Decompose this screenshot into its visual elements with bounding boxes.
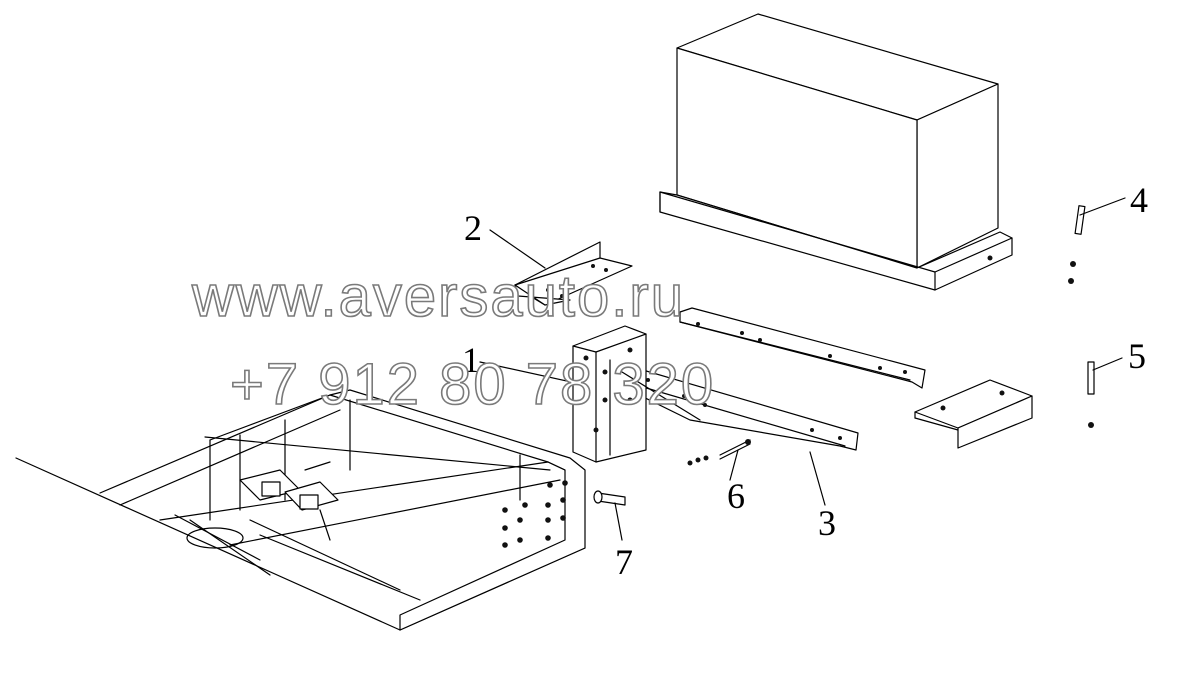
vertical-bracket-1 <box>572 325 647 463</box>
watermark: www.aversauto.ru +7 912 80 78 320 <box>190 263 715 418</box>
callout-4: 4 <box>1130 180 1148 220</box>
callout-1: 1 <box>462 340 480 380</box>
battery-box <box>659 13 1013 291</box>
bolt-6 <box>687 439 751 466</box>
bracket-plate-2 <box>514 241 633 306</box>
watermark-phone: +7 912 80 78 320 <box>230 352 715 417</box>
callout-6: 6 <box>727 476 745 516</box>
leader-lines <box>479 197 1126 541</box>
callout-3: 3 <box>818 503 836 543</box>
bolt-7 <box>593 490 626 506</box>
callout-labels: 1 2 3 4 5 6 7 <box>462 180 1148 582</box>
vehicle-frame <box>15 389 586 631</box>
watermark-url: www.aversauto.ru <box>191 264 685 329</box>
callout-7: 7 <box>615 542 633 582</box>
bracket-plate-right <box>914 379 1033 449</box>
bolt-5 <box>1087 361 1095 428</box>
bolt-4 <box>1068 205 1086 284</box>
callout-2: 2 <box>464 208 482 248</box>
support-rail-upper <box>679 307 926 389</box>
callout-5: 5 <box>1128 336 1146 376</box>
